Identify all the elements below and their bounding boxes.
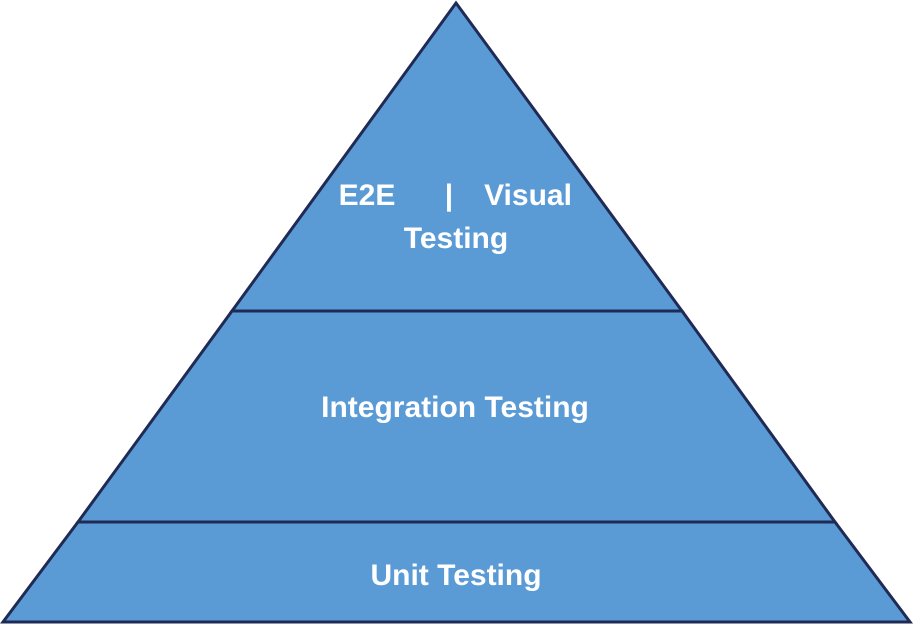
pyramid-tier-bottom: [0, 520, 913, 624]
top-tier-label-separator: |: [445, 179, 453, 212]
top-tier-label-visual: Visual: [484, 179, 572, 212]
bottom-tier-label: Unit Testing: [370, 559, 541, 592]
top-tier-label-testing: Testing: [404, 222, 508, 255]
top-tier-label-e2e: E2E: [339, 179, 396, 212]
pyramid-tier-top: [229, 0, 685, 313]
middle-tier-label: Integration Testing: [321, 391, 589, 424]
